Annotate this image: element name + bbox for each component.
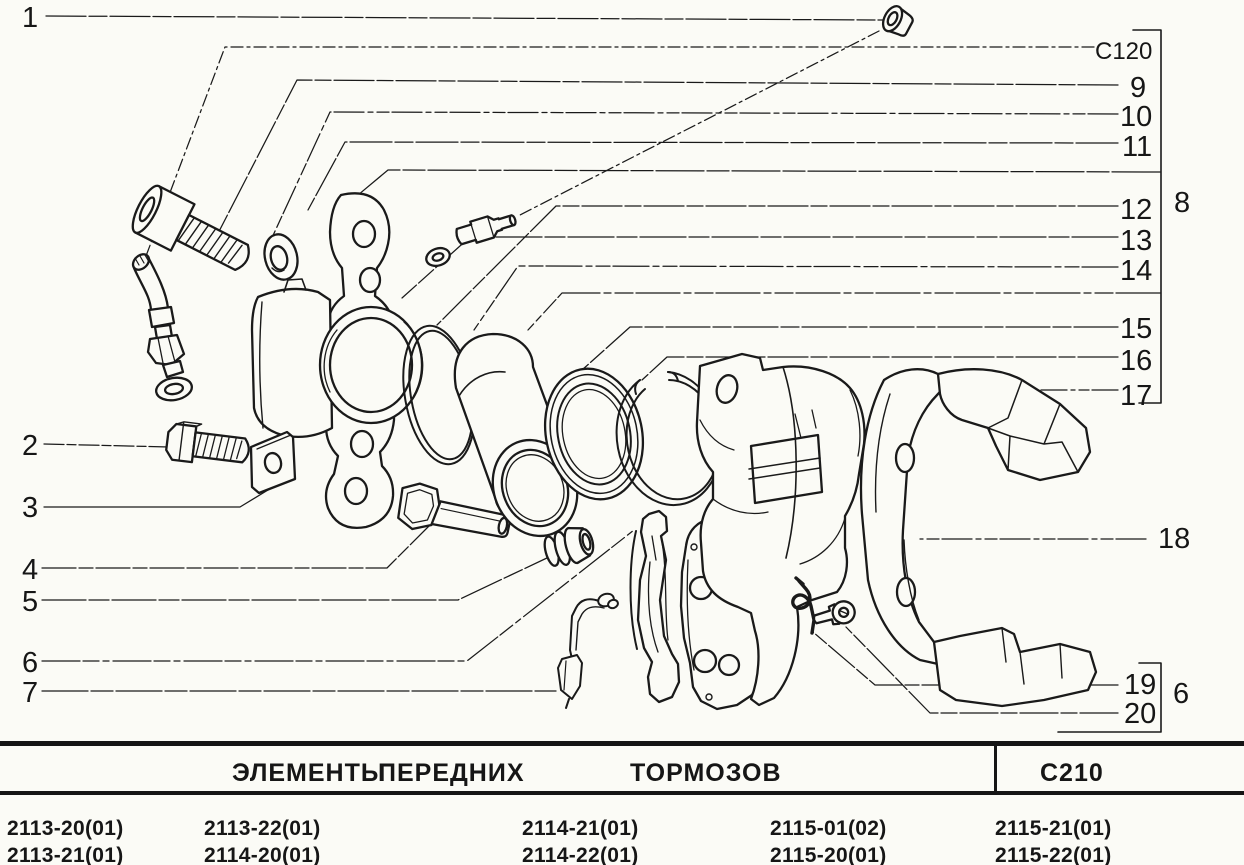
- leader-c120: [145, 46, 1095, 257]
- leader-1: [45, 15, 885, 21]
- callout-3: 3: [22, 492, 38, 524]
- callout-4: 4: [22, 554, 38, 586]
- model-number: 2115-01(02): [770, 817, 887, 840]
- model-number: 2113-20(01): [7, 817, 124, 840]
- model-number: 2115-21(01): [995, 817, 1112, 840]
- model-number: 2114-22(01): [522, 844, 639, 865]
- part-dust-boot: [543, 367, 645, 501]
- leader-2: [43, 443, 171, 448]
- callout-18: 18: [1158, 523, 1190, 555]
- title-band-bottom-rule: [0, 791, 1244, 795]
- part-bleeder-washer: [425, 246, 451, 268]
- leader-15: [581, 326, 1119, 371]
- callout-14: 14: [1120, 255, 1152, 287]
- group-bracket-6: [1057, 662, 1162, 733]
- part-wear-sensor: [557, 592, 619, 709]
- part-guide-pin: [397, 482, 512, 538]
- leader-4: [41, 521, 434, 569]
- leader-10: [269, 111, 1119, 243]
- sheet-title-word-2: ПЕРЕДНИХ: [378, 759, 525, 787]
- part-pad-spring: [791, 576, 816, 635]
- part-bleeder-cap: [881, 5, 914, 37]
- callout-c120: C120: [1095, 38, 1152, 65]
- sheet-title-word-1: ЭЛЕМЕНТЫ: [232, 759, 387, 787]
- leader-3: [43, 489, 269, 508]
- code-cell-separator: [994, 746, 997, 791]
- leader-5: [41, 556, 550, 601]
- assembly-axis-cap-bleeder: [517, 30, 880, 217]
- part-bleeder-valve: [455, 214, 517, 246]
- callout-13: 13: [1120, 225, 1152, 257]
- model-number: 2113-22(01): [204, 817, 321, 840]
- leader-13: [401, 236, 1119, 299]
- leader-group8-a: [351, 169, 1161, 201]
- model-number: 2115-20(01): [770, 844, 887, 865]
- leader-6: [41, 529, 635, 662]
- callout-20: 20: [1124, 698, 1156, 730]
- sheet-code: C210: [1040, 759, 1104, 787]
- title-band-top-rule: [0, 741, 1244, 746]
- leader-9: [211, 79, 1119, 246]
- callout-5: 5: [22, 586, 38, 618]
- callout-1: 1: [22, 2, 38, 34]
- leader-12: [436, 205, 1119, 326]
- callout-10: 10: [1120, 101, 1152, 133]
- part-brake-hose: [131, 253, 193, 402]
- callout-6-left: 6: [22, 647, 38, 679]
- part-pin-boot: [543, 526, 595, 567]
- part-carrier-bracket: [859, 368, 1098, 708]
- part-lock-plate: [249, 430, 297, 495]
- callout-17: 17: [1120, 380, 1152, 412]
- callout-9: 9: [1130, 72, 1146, 104]
- leader-group8-b: [527, 292, 1161, 331]
- callout-16: 16: [1120, 345, 1152, 377]
- callout-2: 2: [22, 430, 38, 462]
- part-hex-bolt: [165, 421, 250, 464]
- callout-12: 12: [1120, 194, 1152, 226]
- leader-11: [307, 141, 1119, 211]
- part-washer: [263, 233, 299, 281]
- callout-group-8: 8: [1174, 187, 1190, 219]
- part-small-bolt: [812, 600, 856, 626]
- callout-11: 11: [1122, 131, 1152, 163]
- leader-20: [845, 626, 1119, 714]
- leader-14: [473, 265, 1119, 331]
- leader-16: [641, 356, 1119, 381]
- part-caliper-housing: [695, 352, 866, 707]
- leader-lines: [41, 15, 1161, 714]
- exploded-diagram: 1 2 3 4 5 6 7 C120 9 10 11 12 13 14 15 1…: [22, 2, 1190, 733]
- sheet-title-word-3: ТОРМОЗОВ: [630, 759, 782, 787]
- model-number: 2114-20(01): [204, 844, 321, 865]
- callout-15: 15: [1120, 313, 1152, 345]
- callout-group-6: 6: [1173, 678, 1189, 710]
- callout-labels: 1 2 3 4 5 6 7 C120 9 10 11 12 13 14 15 1…: [22, 2, 1190, 730]
- part-wheel-cylinder: [250, 278, 424, 438]
- model-number: 2113-21(01): [7, 844, 124, 865]
- group-bracket-8: [1132, 29, 1162, 404]
- callout-19: 19: [1124, 669, 1156, 701]
- model-number: 2114-21(01): [522, 817, 639, 840]
- callout-7: 7: [22, 677, 38, 709]
- part-socket-bolt: [131, 184, 250, 272]
- model-number: 2115-22(01): [995, 844, 1112, 865]
